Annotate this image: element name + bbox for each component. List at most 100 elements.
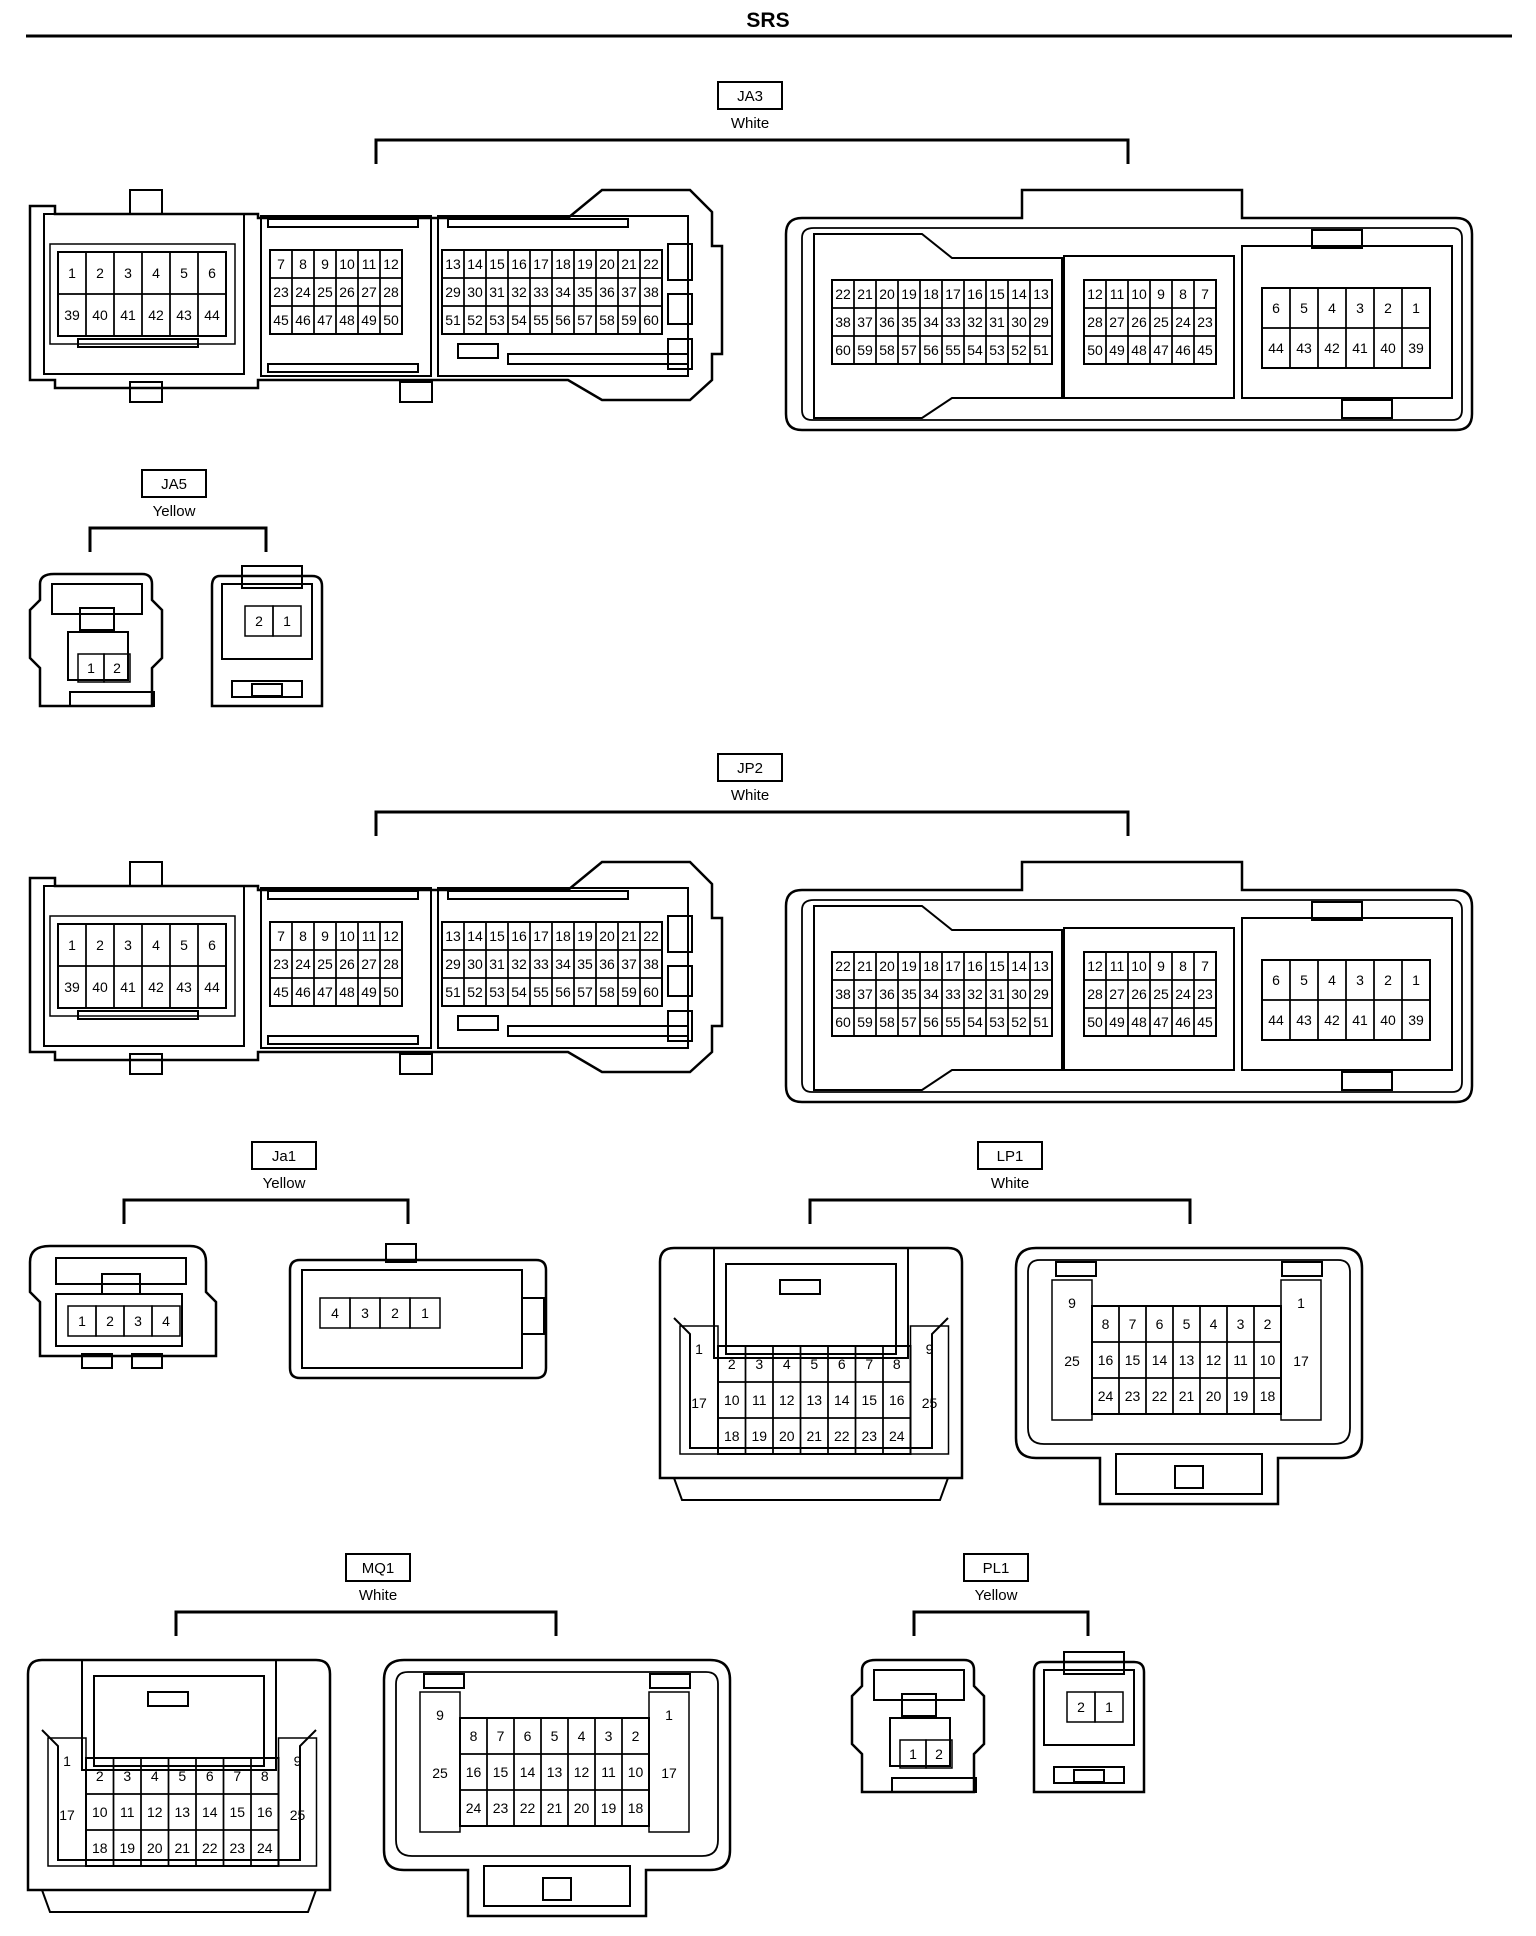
pin-number: 15: [489, 928, 505, 944]
pin-number: 12: [383, 928, 399, 944]
rib: [267, 363, 419, 373]
pin-number: 19: [119, 1840, 135, 1856]
pin-number: 51: [1033, 1014, 1049, 1030]
pin-number: 4: [162, 1313, 170, 1329]
pin-number: 16: [511, 256, 527, 272]
pin-number: 30: [1011, 986, 1027, 1002]
pin-number: 54: [511, 984, 527, 1000]
latch: [1341, 1071, 1393, 1091]
pin-number: 24: [1098, 1388, 1114, 1404]
pin-number: 55: [533, 984, 549, 1000]
pin-number: 1: [909, 1746, 917, 1762]
pin-number: 42: [1324, 1012, 1340, 1028]
pin-cell: [272, 605, 302, 637]
pin-number: 23: [493, 1800, 509, 1816]
pin-number: 9: [1157, 958, 1165, 974]
pin-number: 52: [1011, 1014, 1027, 1030]
pin-number: 39: [1408, 1012, 1424, 1028]
pin-number: 34: [923, 986, 939, 1002]
pin-number: 46: [295, 984, 311, 1000]
pin-number: 22: [835, 958, 851, 974]
pin-number: 4: [783, 1356, 791, 1372]
pin-number: 21: [174, 1840, 190, 1856]
pin-number: 16: [1098, 1352, 1114, 1368]
pin-number: 11: [1110, 286, 1125, 302]
pin-number: 8: [299, 928, 307, 944]
pin-number: 17: [945, 286, 961, 302]
pin-number: 19: [901, 286, 917, 302]
pin-number: 25: [317, 956, 333, 972]
base: [69, 691, 155, 707]
pin-number: 60: [643, 984, 659, 1000]
bracket: [374, 810, 1130, 836]
pin-number: 1: [665, 1707, 673, 1723]
pin-number: 21: [547, 1800, 563, 1816]
pin-number: 54: [967, 1014, 983, 1030]
pin-number: 13: [445, 256, 461, 272]
pin-number: 24: [295, 956, 311, 972]
pin-number: 1: [1412, 972, 1420, 988]
pin-number: 22: [835, 286, 851, 302]
latch-tab: [147, 1691, 189, 1707]
pin-number: 38: [835, 314, 851, 330]
housing-outline: [658, 1246, 964, 1480]
pin-number: 15: [489, 256, 505, 272]
pin-number: 52: [1011, 342, 1027, 358]
pin-number: 25: [432, 1765, 448, 1781]
housing-outline: [382, 1658, 732, 1918]
key: [667, 338, 693, 370]
latch-tab: [779, 1279, 821, 1295]
pin-grid-frame: [57, 251, 227, 337]
pin-number: 21: [1179, 1388, 1195, 1404]
connector-name: JP2: [737, 760, 763, 777]
pin-number: 22: [202, 1840, 218, 1856]
key: [423, 1673, 465, 1689]
pin-number: 7: [1201, 958, 1209, 974]
pin-number: 16: [967, 958, 983, 974]
pin-number: 3: [1237, 1316, 1245, 1332]
pin-number: 41: [1352, 1012, 1368, 1028]
pin-number: 21: [806, 1428, 822, 1444]
pin-number: 1: [1105, 1699, 1113, 1715]
bracket: [912, 1610, 1090, 1636]
pin-number: 4: [151, 1768, 159, 1784]
pin-number: 2: [113, 660, 121, 676]
pin-cell: [925, 1739, 953, 1769]
pin-number: 14: [1152, 1352, 1168, 1368]
pin-grid-frame: [269, 249, 403, 335]
pin-number: 2: [96, 937, 104, 953]
cavity: [437, 887, 689, 1049]
cavity: [55, 1293, 183, 1347]
pin-number: 28: [1087, 986, 1103, 1002]
housing-inner: [395, 1671, 719, 1857]
pin-number: 1: [1412, 300, 1420, 316]
pin-number: 14: [467, 256, 483, 272]
pin-number: 14: [1011, 286, 1027, 302]
pin-number: 35: [577, 284, 593, 300]
pin-number: 56: [923, 342, 939, 358]
pin-number: 2: [1384, 972, 1392, 988]
pin-number: 8: [893, 1356, 901, 1372]
pin-number: 2: [391, 1305, 399, 1321]
pin-number: 23: [1125, 1388, 1141, 1404]
pin-number: 15: [229, 1804, 245, 1820]
housing-inner: [1027, 1259, 1351, 1445]
pin-number: 18: [628, 1800, 644, 1816]
pin-number: 55: [945, 342, 961, 358]
key: [667, 1010, 693, 1042]
pin-number: 28: [383, 284, 399, 300]
rib: [507, 1025, 689, 1037]
pin-number: 3: [1356, 972, 1364, 988]
pin-cell: [409, 1297, 441, 1329]
cavity: [1063, 255, 1235, 399]
pin-number: 5: [551, 1728, 559, 1744]
pin-number: 56: [555, 984, 571, 1000]
